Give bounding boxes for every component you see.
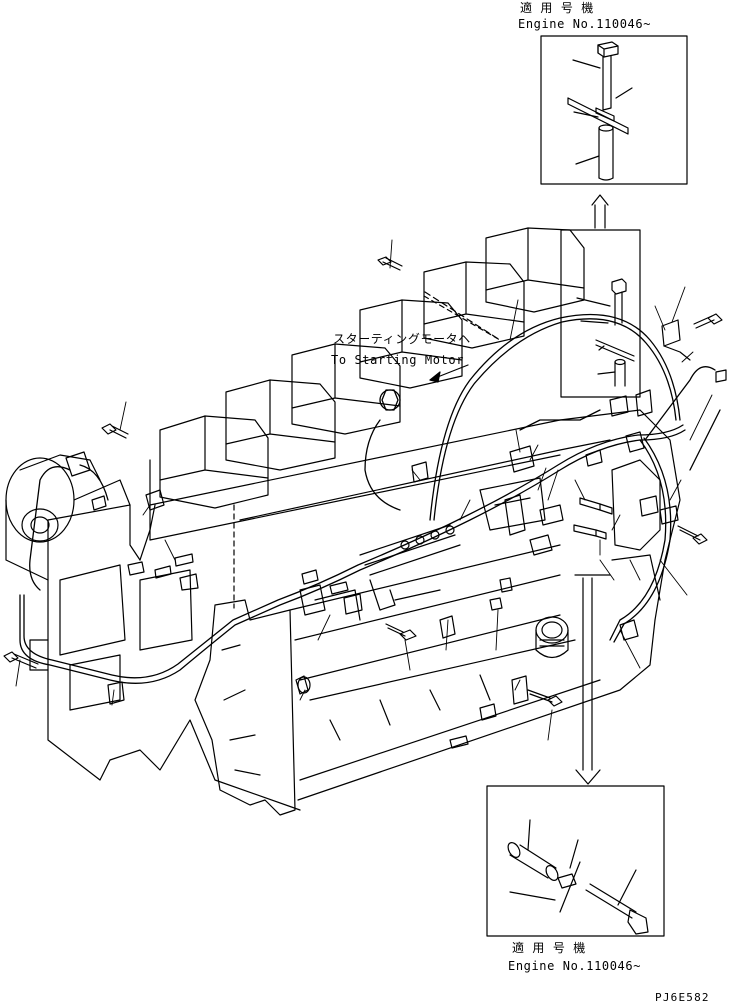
up-arrow-icon: [592, 195, 608, 228]
bolt-icon: [678, 526, 707, 544]
starter-motor-icon: [536, 617, 568, 658]
detail-spacer-icon: [599, 125, 613, 180]
top-detail-label-en: Engine No.110046~: [518, 17, 652, 31]
bolt-icon: [528, 690, 562, 706]
bolt-icon: [378, 257, 402, 270]
bolt-icon: [4, 652, 38, 668]
down-arrow-icon: [576, 578, 600, 784]
bolt-icon: [580, 498, 612, 514]
bottom-detail-label-en: Engine No.110046~: [508, 959, 642, 973]
top-detail-box: [541, 36, 687, 184]
engine-block: [6, 228, 680, 815]
wiring-harness: [20, 314, 720, 683]
turbo-icon: [6, 455, 130, 580]
detail-bolt-icon: [598, 42, 618, 110]
bolt-icon: [574, 525, 606, 539]
bottom-detail-box: [487, 786, 664, 936]
detail-bolt-icon: [586, 884, 648, 934]
bolt-icon: [386, 624, 416, 640]
starting-motor-dash: [425, 292, 500, 340]
bolt-icon: [694, 314, 722, 328]
detail-clamp-icon: [558, 862, 580, 912]
drawing-code: PJ6E582: [655, 991, 710, 1004]
bottom-detail-label-jp: 適 用 号 機: [512, 941, 586, 955]
harness-clamps: [4, 257, 726, 748]
callout-label-en: To Starting Motor: [331, 353, 465, 367]
middle-detail-frame: [561, 230, 640, 397]
detail-spacer-icon: [506, 841, 561, 883]
bolt-icon: [102, 424, 128, 438]
detail-clamp-icon: [568, 98, 628, 134]
top-detail-label-jp: 適 用 号 機: [520, 1, 594, 15]
leader-lines: [16, 240, 712, 740]
starting-motor-arrow-icon: [430, 365, 468, 382]
